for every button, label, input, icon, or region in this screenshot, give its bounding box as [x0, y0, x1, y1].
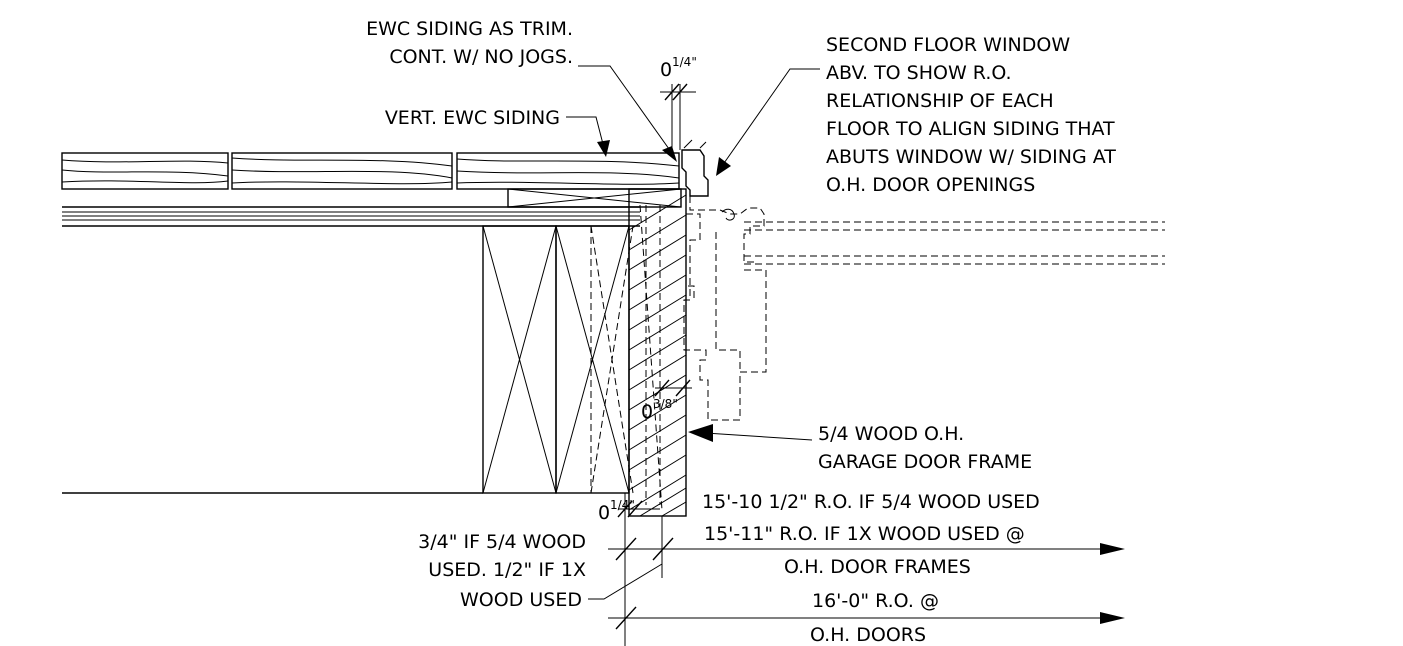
note-trim-width-1: 3/4" IF 5/4 WOOD — [418, 531, 586, 553]
dim-low-gap-whole: 0 — [598, 502, 610, 524]
dim-ro-doors-1: 16'-0" R.O. @ — [812, 590, 939, 612]
note-siding-trim-1: EWC SIDING AS TRIM. — [366, 18, 573, 40]
leaders — [566, 65, 820, 600]
dim-top-gap-whole: 0 — [660, 59, 672, 81]
note-window-4: FLOOR TO ALIGN SIDING THAT — [826, 118, 1115, 140]
dim-ro-frames-3: O.H. DOOR FRAMES — [784, 556, 971, 578]
sheathing-layers — [62, 206, 640, 227]
dim-low-gap-frac: 1/4" — [610, 498, 635, 512]
note-trim-width-3: WOOD USED — [460, 589, 582, 611]
wall-framing — [62, 225, 634, 494]
overhead-door-panels — [744, 221, 1165, 265]
dim-ro-frames-1: 15'-10 1/2" R.O. IF 5/4 WOOD USED — [702, 491, 1040, 513]
dim-top-gap-frac: 1/4" — [672, 55, 697, 69]
note-vert-siding: VERT. EWC SIDING — [385, 107, 560, 129]
note-window-6: O.H. DOOR OPENINGS — [826, 174, 1035, 196]
dim-mid-gap-whole: 0 — [641, 401, 653, 423]
door-frame-hatched — [628, 188, 687, 517]
vertical-siding-boards — [61, 152, 680, 190]
note-window-1: SECOND FLOOR WINDOW — [826, 34, 1070, 56]
window-profile — [681, 139, 767, 421]
note-trim-width-2: USED. 1/2" IF 1X — [428, 559, 586, 581]
note-door-frame-1: 5/4 WOOD O.H. — [818, 423, 964, 445]
note-window-5: ABUTS WINDOW W/ SIDING AT — [826, 146, 1116, 168]
note-door-frame-2: GARAGE DOOR FRAME — [818, 451, 1032, 473]
dim-ro-frames-2: 15'-11" R.O. IF 1X WOOD USED @ — [704, 523, 1025, 545]
note-window-2: ABV. TO SHOW R.O. — [826, 62, 1012, 84]
dim-mid-gap-frac: 3/8" — [653, 397, 678, 411]
annotations: EWC SIDING AS TRIM. CONT. W/ NO JOGS. VE… — [366, 18, 1116, 646]
dimension-lines — [608, 83, 1125, 646]
note-siding-trim-2: CONT. W/ NO JOGS. — [389, 46, 573, 68]
note-window-3: RELATIONSHIP OF EACH — [826, 90, 1054, 112]
dim-ro-doors-2: O.H. DOORS — [810, 624, 926, 646]
furring-block — [507, 188, 682, 208]
